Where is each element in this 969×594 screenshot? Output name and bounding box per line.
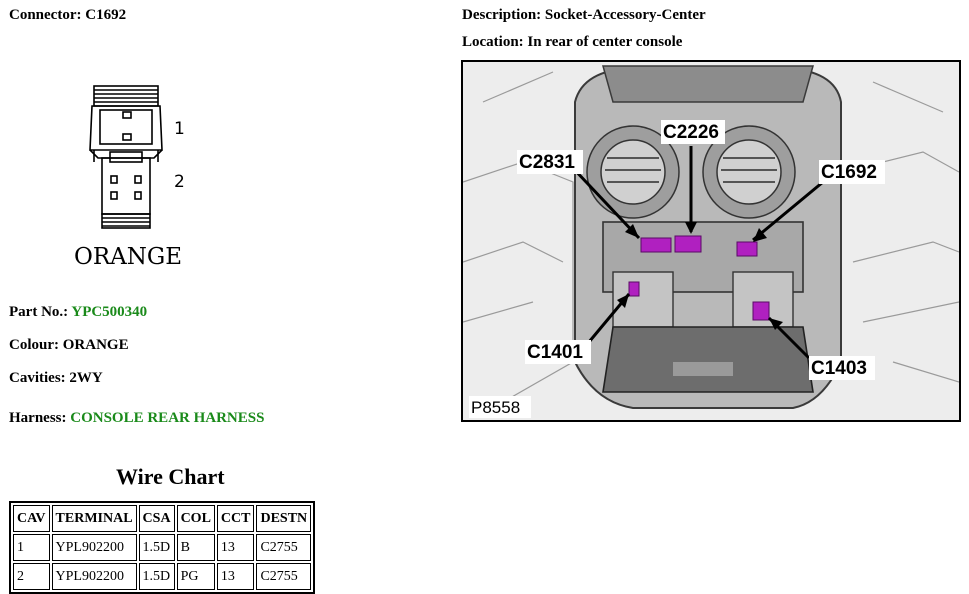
part-no-line: Part No.: YPC500340 — [9, 304, 147, 321]
colour-label: Colour: — [9, 337, 59, 353]
cell-cct: 13 — [216, 534, 255, 561]
description-line: Description: Socket-Accessory-Center — [462, 7, 706, 24]
cavities-label: Cavities: — [9, 370, 66, 386]
photo-ref: P8558 — [471, 398, 520, 417]
connector-line: Connector: C1692 — [9, 7, 126, 24]
pin-1-label: 1 — [174, 119, 185, 139]
header-cct: CCT — [216, 505, 255, 532]
cell-col: PG — [176, 563, 215, 590]
part-no-label: Part No.: — [9, 304, 69, 320]
colour-line: Colour: ORANGE — [9, 337, 129, 354]
description-value: Socket-Accessory-Center — [544, 7, 706, 23]
callout-c1401: C1401 — [527, 342, 583, 363]
location-label: Location: — [462, 34, 524, 50]
callout-c1692: C1692 — [821, 162, 877, 183]
header-terminal: TERMINAL — [51, 505, 137, 532]
cavities-line: Cavities: 2WY — [9, 370, 103, 387]
location-photo: C2226 C2831 C1692 C1401 C1403 P8558 — [461, 60, 961, 422]
cell-cct: 13 — [216, 563, 255, 590]
harness-label: Harness: — [9, 410, 67, 426]
header-destn: DESTN — [256, 505, 312, 532]
wire-chart-title: Wire Chart — [116, 464, 225, 489]
table-row: 2 YPL902200 1.5D PG 13 C2755 — [13, 563, 312, 590]
location-value: In rear of center console — [527, 34, 683, 50]
callout-c1403: C1403 — [811, 358, 867, 379]
callout-c2226: C2226 — [663, 122, 719, 143]
table-row: 1 YPL902200 1.5D B 13 C2755 — [13, 534, 312, 561]
harness-line: Harness: CONSOLE REAR HARNESS — [9, 410, 264, 427]
cell-csa: 1.5D — [138, 563, 175, 590]
colour-value: ORANGE — [62, 337, 129, 353]
location-line: Location: In rear of center console — [462, 34, 682, 51]
part-no-value[interactable]: YPC500340 — [71, 304, 148, 320]
cell-col: B — [176, 534, 215, 561]
description-label: Description: — [462, 7, 542, 23]
drawing-color-label: ORANGE — [74, 244, 182, 270]
cavities-value: 2WY — [69, 370, 103, 386]
connector-label: Connector: — [9, 7, 82, 23]
connector-drawing: 1 2 ORANGE — [74, 85, 185, 270]
cell-cav: 1 — [13, 534, 50, 561]
table-header-row: CAV TERMINAL CSA COL CCT DESTN — [13, 505, 312, 532]
cell-cav: 2 — [13, 563, 50, 590]
cell-terminal: YPL902200 — [51, 563, 137, 590]
wire-chart-table: CAV TERMINAL CSA COL CCT DESTN 1 YPL9022… — [9, 501, 316, 594]
pin-2-label: 2 — [174, 172, 185, 192]
connector-id: C1692 — [85, 7, 127, 23]
header-col: COL — [176, 505, 215, 532]
cell-terminal: YPL902200 — [51, 534, 137, 561]
header-cav: CAV — [13, 505, 50, 532]
cell-csa: 1.5D — [138, 534, 175, 561]
callout-c2831: C2831 — [519, 152, 575, 173]
harness-value[interactable]: CONSOLE REAR HARNESS — [70, 410, 265, 426]
cell-destn: C2755 — [256, 563, 312, 590]
console-illustration: C2226 C2831 C1692 C1401 C1403 P8558 — [463, 62, 959, 420]
header-csa: CSA — [138, 505, 175, 532]
cell-destn: C2755 — [256, 534, 312, 561]
